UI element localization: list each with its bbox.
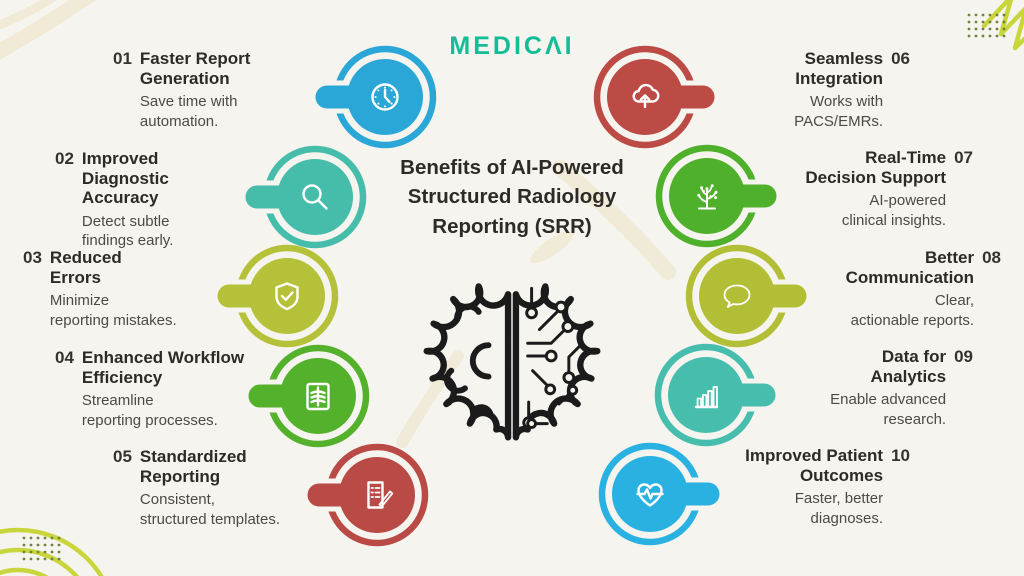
circuit-traces	[526, 286, 583, 426]
item-description: PACS/EMRs.	[794, 112, 884, 130]
item-description: Faster, better	[794, 490, 884, 508]
page-title: Benefits of AI-Powered Structured Radiol…	[352, 153, 672, 241]
item-title: Communication	[845, 267, 975, 287]
item-description: Works with	[810, 93, 884, 111]
decision-tree-icon	[651, 140, 807, 257]
item-description: reporting mistakes.	[49, 311, 177, 329]
item-title: Seamless	[804, 49, 884, 68]
item-description: diagnoses.	[810, 509, 884, 527]
item-number: 08	[982, 248, 1001, 267]
item-description: Streamline	[81, 392, 154, 410]
item-title: Improved Patient	[745, 446, 884, 465]
item-number: 04	[55, 348, 74, 367]
item-title: Decision Support	[805, 167, 947, 187]
item-title: Analytics	[870, 366, 947, 386]
dot-grid-bottom-left	[22, 536, 61, 561]
bar-chart-icon	[650, 339, 806, 456]
item-number: 06	[891, 49, 910, 68]
item-number: 02	[55, 149, 74, 168]
clock-icon	[285, 41, 441, 158]
brain-illustration	[423, 283, 601, 441]
item-description: structured templates.	[139, 510, 280, 528]
item-title: Real-Time	[865, 148, 947, 167]
item-title: Reduced	[49, 248, 122, 267]
item-description: clinical insights.	[841, 211, 947, 229]
page-title-line: Structured Radiology	[407, 185, 617, 209]
item-description: Consistent,	[139, 491, 215, 509]
item-number: 07	[954, 148, 973, 167]
item-number: 03	[23, 248, 42, 267]
item-description: Clear,	[934, 292, 975, 310]
item-description: Minimize	[49, 292, 110, 310]
item-title: Standardized	[139, 447, 247, 466]
xray-icon	[218, 340, 374, 457]
item-number: 01	[113, 49, 132, 68]
shield-check-icon	[187, 240, 343, 357]
item-description: Enable advanced	[830, 391, 947, 409]
circuit-nodes	[522, 300, 579, 430]
corner-rings-bottom-left	[0, 527, 104, 576]
item-title: Errors	[49, 267, 101, 287]
item-title: Outcomes	[799, 465, 884, 485]
brand-logo: MEDICΛI	[449, 32, 575, 60]
item-description: Detect subtle	[81, 213, 170, 231]
item-title: Accuracy	[81, 188, 159, 208]
item-title: Data for	[881, 347, 947, 366]
item-title: Better	[924, 248, 975, 267]
page-title-line: Benefits of AI-Powered	[400, 156, 624, 179]
item-title: Generation	[139, 68, 230, 88]
item-description: AI-powered	[869, 192, 947, 210]
item-number: 05	[113, 447, 132, 466]
magnifier-icon	[215, 141, 371, 258]
item-description: findings early.	[81, 232, 174, 250]
cloud-upload-icon	[589, 41, 745, 158]
item-description: research.	[883, 410, 947, 428]
item-title: Improved Diagnostic	[81, 149, 169, 188]
item-title: Efficiency	[81, 367, 163, 387]
item-description: reporting processes.	[81, 411, 218, 429]
item-title: Enhanced Workflow	[81, 348, 245, 367]
item-description: Save time with	[139, 93, 238, 111]
item-title: Faster Report	[139, 49, 251, 68]
heart-pulse-icon	[594, 438, 750, 555]
item-number: 10	[891, 446, 910, 465]
speech-bubble-icon	[681, 240, 837, 357]
brain-left-half	[423, 283, 512, 441]
item-title: Integration	[795, 68, 884, 88]
item-title: Reporting	[139, 466, 221, 486]
document-pencil-icon	[277, 439, 433, 556]
item-description: automation.	[139, 112, 219, 130]
brain-right-half	[512, 283, 601, 441]
item-description: actionable reports.	[850, 311, 975, 329]
page-title-line: Reporting (SRR)	[432, 214, 592, 238]
item-number: 09	[954, 347, 973, 366]
